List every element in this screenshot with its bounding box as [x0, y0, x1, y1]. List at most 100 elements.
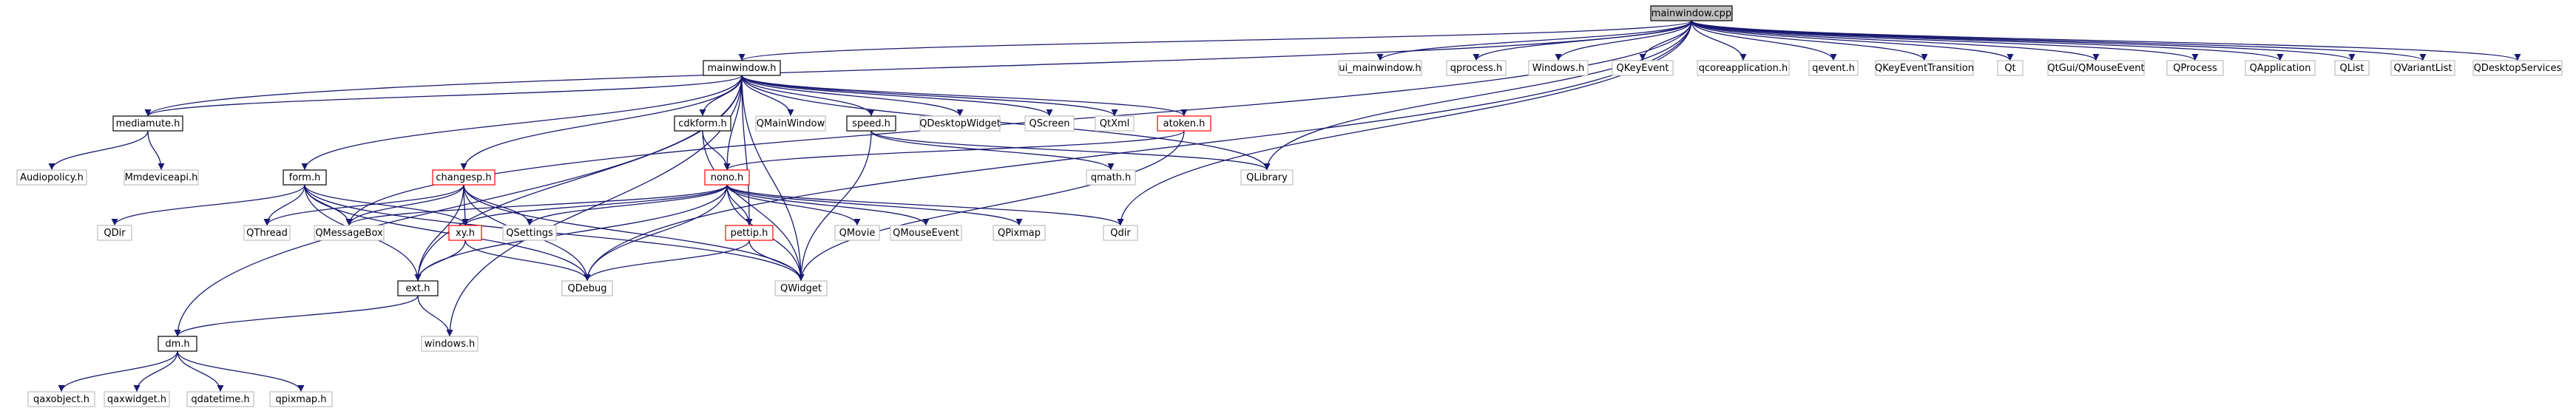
node-mainwindow-cpp[interactable]: mainwindow.cpp: [1650, 5, 1733, 21]
node-box: [1338, 60, 1422, 76]
node-label: QVariantList: [2393, 63, 2452, 74]
edge-xy_h-to-qdebug: [464, 240, 591, 282]
node-label: dm.h: [165, 339, 189, 350]
node-label: xy.h: [456, 228, 475, 239]
edge-nono_h-to-qpixmap: [726, 184, 1023, 226]
edge-changesp_h-to-qmessagebox: [345, 184, 464, 226]
node-label: QDesktopServices: [2474, 63, 2562, 74]
node-label: qaxobject.h: [33, 394, 89, 405]
node-box: [269, 391, 333, 407]
edge-mainwindow_h-to-atoken_h: [741, 75, 1188, 117]
node-label: qcoreapplication.h: [1699, 63, 1788, 74]
node-ext-h[interactable]: ext.h: [397, 280, 439, 296]
node-box: [502, 225, 557, 241]
node-qthread: QThread: [243, 225, 291, 241]
node-label: Audiopolicy.h: [20, 172, 84, 183]
node-label: QThread: [246, 228, 288, 239]
node-box: [27, 391, 95, 407]
edge-mainwindow_h-to-qscreen: [741, 75, 1053, 117]
node-speed-h[interactable]: speed.h: [846, 115, 896, 132]
edge-mainwindow_cpp-to-qevent_h: [1691, 20, 1837, 61]
node-qdebug: QDebug: [561, 280, 613, 296]
node-qapplication: QApplication: [2245, 60, 2316, 76]
node-label: QPixmap: [998, 228, 1041, 239]
edge-mainwindow_cpp-to-qdebug: [584, 20, 1692, 282]
node-box: [834, 225, 880, 241]
node-qlibrary: QLibrary: [1240, 169, 1294, 186]
node-label: Mmdeviceapi.h: [125, 172, 198, 183]
node-box: [755, 115, 826, 132]
node-audiopolicy-h: Audiopolicy.h: [16, 169, 87, 186]
node-label: atoken.h: [1163, 118, 1206, 129]
edge-mainwindow_h-to-mediamute_h: [144, 75, 743, 117]
node-box: [243, 225, 291, 241]
node-label: nono.h: [711, 172, 744, 183]
node-box: [314, 225, 385, 241]
node-box: [561, 280, 613, 296]
node-box: [890, 225, 962, 241]
edge-dm_h-to-qaxobject_h: [58, 350, 178, 393]
node-label: qdatetime.h: [191, 394, 249, 405]
edge-mainwindow_cpp-to-qcoreapplication_h: [1691, 20, 1747, 61]
node-qdir-right: Qdir: [1103, 225, 1138, 241]
node-box: [2334, 60, 2370, 76]
node-atoken-h[interactable]: atoken.h: [1157, 115, 1211, 132]
node-label: QMovie: [839, 228, 876, 239]
node-cdkform-h[interactable]: cdkform.h: [674, 115, 731, 132]
node-box: [432, 169, 496, 186]
node-label: cdkform.h: [678, 118, 727, 129]
node-box: [1095, 115, 1135, 132]
node-box: [1612, 60, 1674, 76]
node-label: QMainWindow: [757, 118, 825, 129]
edge-mediamute_h-to-mmdeviceapi_h: [147, 130, 165, 171]
node-qdatetime-h: qdatetime.h: [186, 391, 254, 407]
node-qdesktopservices: QDesktopServices: [2472, 60, 2563, 76]
edge-mainwindow_h-to-nono_h: [723, 75, 743, 171]
node-box: [1086, 169, 1136, 186]
node-changesp-h[interactable]: changesp.h: [432, 169, 496, 186]
node-label: QLibrary: [1246, 172, 1288, 183]
edge-mainwindow_h-to-qwidget: [741, 75, 805, 282]
node-pettip-h[interactable]: pettip.h: [725, 225, 774, 241]
node-box: [993, 225, 1046, 241]
nodes-layer: mainwindow.cpp mainwindow.h ui_mainwindow.…: [16, 5, 2563, 407]
edge-mainwindow_cpp-to-qapplication: [1691, 20, 2284, 61]
node-qmessagebox: QMessageBox: [314, 225, 385, 241]
node-qcoreapplication-h: qcoreapplication.h: [1697, 60, 1790, 76]
node-box: [725, 225, 774, 241]
node-box: [846, 115, 896, 132]
node-label: ext.h: [406, 283, 430, 294]
node-label: qpixmap.h: [275, 394, 326, 405]
edge-form_h-to-qdir_left: [111, 184, 305, 226]
node-ui-mainwindow-h: ui_mainwindow.h: [1338, 60, 1422, 76]
node-box: [2245, 60, 2316, 76]
node-label: pettip.h: [731, 228, 768, 239]
node-form-h[interactable]: form.h: [283, 169, 327, 186]
edge-mainwindow_h-to-qdesktopwidget: [741, 75, 964, 117]
edge-mainwindow_cpp-to-mediamute_h: [144, 20, 1692, 117]
node-label: qevent.h: [1812, 63, 1855, 74]
node-label: qaxwidget.h: [107, 394, 166, 405]
edge-cdkform_h-to-qwidget: [702, 130, 805, 282]
node-box: [674, 115, 731, 132]
node-label: QDebug: [568, 283, 607, 294]
edge-atoken_h-to-nono_h: [723, 130, 1185, 171]
node-xy-h[interactable]: xy.h: [448, 225, 482, 241]
edge-dm_h-to-qdatetime_h: [177, 350, 224, 393]
node-box: [774, 280, 828, 296]
edge-nono_h-to-xy_h: [462, 184, 728, 226]
node-nono-h[interactable]: nono.h: [704, 169, 750, 186]
edge-mainwindow_cpp-to-qdesktopservices: [1691, 20, 2521, 61]
edge-mainwindow_cpp-to-qvariantlist: [1691, 20, 2427, 61]
node-box: [283, 169, 327, 186]
node-dm-h[interactable]: dm.h: [158, 336, 197, 352]
node-mainwindow-h[interactable]: mainwindow.h: [703, 60, 781, 76]
edge-form_h-to-qdebug: [304, 184, 591, 282]
node-box: [919, 115, 1001, 132]
node-label: QKeyEventTransition: [1875, 63, 1974, 74]
edge-atoken_h-to-qwidget: [797, 130, 1185, 282]
edge-mainwindow_h-to-changesp_h: [460, 75, 743, 171]
node-mediamute-h[interactable]: mediamute.h: [112, 115, 183, 132]
edge-nono_h-to-qmovie: [726, 184, 861, 226]
